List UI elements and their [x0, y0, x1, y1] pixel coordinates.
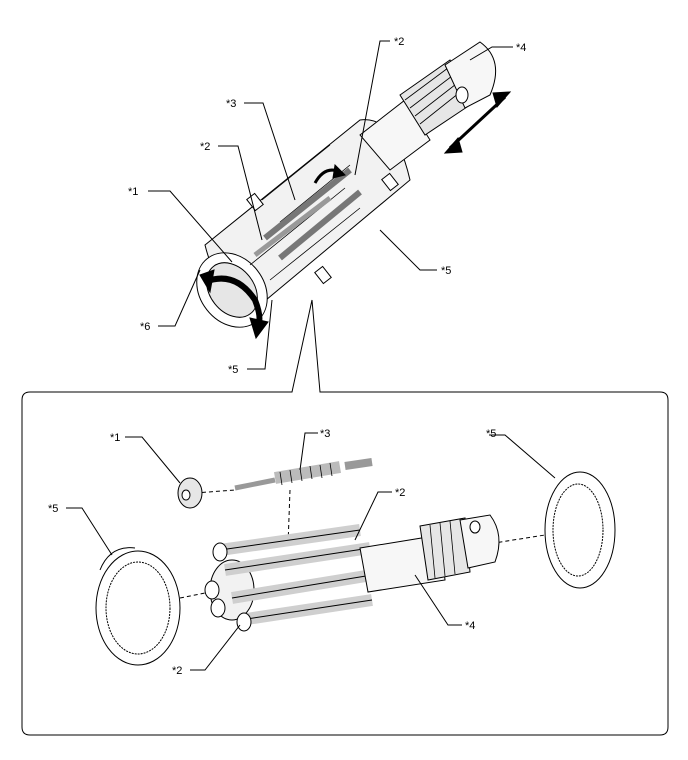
leader-detail-c5b — [489, 434, 556, 479]
threaded-roller-part — [234, 458, 373, 491]
callout-top-c6: *6 — [140, 321, 150, 333]
spur-gear-part — [177, 477, 203, 509]
axial-motion-arrow-icon — [443, 91, 512, 154]
leader-top-c3 — [244, 102, 296, 201]
leader-detail-c1 — [125, 436, 181, 484]
top-threaded-rollers — [253, 167, 362, 261]
callout-top-c3: *3 — [226, 98, 236, 110]
callout-top-c5b: *5 — [228, 364, 238, 376]
screw-shaft-part — [359, 514, 500, 593]
detail-frame — [21, 299, 669, 736]
roller-cage-assembly — [204, 524, 373, 632]
nut-rotation-arrow-icon — [199, 269, 269, 340]
callout-detail-c5a: *5 — [48, 503, 58, 515]
leader-top-c6 — [158, 269, 201, 327]
centerline — [179, 489, 546, 599]
leader-detail-c2b — [190, 624, 241, 671]
leader-top-c2b — [354, 40, 390, 176]
leader-top-c5a — [379, 229, 437, 271]
leader-detail-c3 — [299, 432, 318, 471]
exploded-view: *1 *3 *5 *5 *2 *2 *4 — [48, 428, 616, 677]
callout-top-c5a: *5 — [441, 265, 451, 277]
callout-detail-c3: *3 — [320, 428, 330, 440]
leader-top-c1 — [148, 190, 233, 263]
callout-top-c2b: *2 — [394, 36, 404, 48]
leader-top-c2a — [218, 145, 263, 241]
callout-detail-c2b: *2 — [172, 665, 182, 677]
callout-top-c1: *1 — [128, 186, 138, 198]
callout-detail-c4: *4 — [465, 620, 475, 632]
top-screw-shaft — [359, 41, 497, 171]
top-assembly: *1 *2 *3 *2 *4 *5 *5 *6 — [128, 36, 526, 376]
leader-top-c5b — [247, 299, 273, 370]
left-ring-gear — [95, 547, 181, 666]
leader-detail-c4 — [414, 574, 462, 626]
callout-top-c2a: *2 — [200, 141, 210, 153]
right-ring-gear — [544, 471, 616, 589]
leader-detail-c2a — [354, 491, 392, 541]
callout-detail-c5b: *5 — [486, 428, 496, 440]
callout-top-c4: *4 — [516, 42, 526, 54]
leader-top-c4 — [469, 46, 513, 61]
callout-detail-c1: *1 — [110, 432, 120, 444]
roller-rotation-arrow-icon — [313, 163, 346, 184]
callout-detail-c2a: *2 — [395, 487, 405, 499]
leader-detail-c5a — [66, 507, 113, 556]
